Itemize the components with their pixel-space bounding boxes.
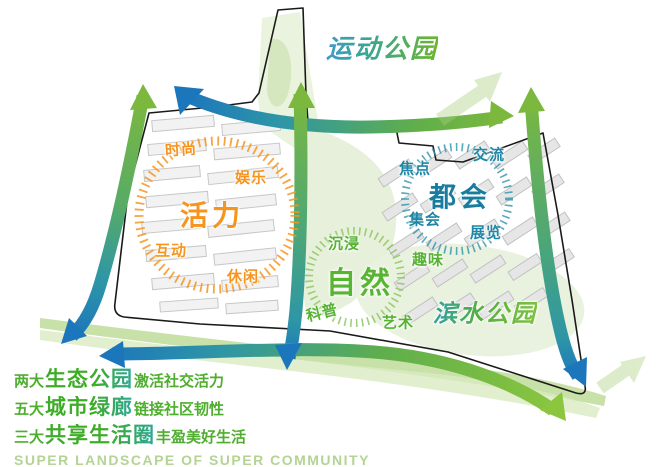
arrow-downright-bottom-band	[540, 392, 566, 421]
waterfront-park-label: 滨水公园	[433, 294, 537, 329]
legend-highlight: 共享生活圈	[45, 424, 156, 448]
arrow-up-left-band	[130, 84, 157, 110]
corridor-bottom	[111, 343, 557, 416]
vitality-keyword-fashion: 时尚	[164, 140, 198, 160]
corridor-center	[282, 93, 308, 360]
arrow-up-right-band	[518, 87, 545, 113]
zone-rings	[134, 136, 513, 327]
metropolis-keyword-focus: 焦点	[398, 160, 432, 178]
vitality-keyword-leisure: 休闲	[226, 268, 260, 286]
green-corridor-bands	[67, 88, 584, 416]
legend-highlight: 城市绿廊	[45, 396, 134, 420]
metropolis-keyword-exhibition: 展览	[469, 224, 503, 242]
metropolis-keyword-exchange: 交流	[472, 146, 506, 164]
legend-suffix: 链接社区韧性	[134, 401, 225, 419]
legend-prefix: 三大	[14, 429, 45, 447]
vitality-zone-label: 活力	[179, 200, 245, 231]
arrow-down-left-band	[61, 318, 87, 344]
vitality-keyword-entertainment: 娱乐	[234, 169, 268, 187]
arrow-down-right-band	[563, 357, 587, 387]
legend-prefix: 五大	[14, 401, 45, 419]
legend-line-shared-life-circles: 三大 共享生活圈 丰盈美好生活	[14, 424, 370, 447]
legend-suffix: 激活社交活力	[134, 373, 225, 390]
legend-prefix: 两大	[14, 373, 45, 390]
corridor-right	[524, 98, 584, 380]
corridor-left	[67, 94, 150, 341]
vitality-keyword-interaction: 互动	[154, 242, 188, 260]
legend-highlight: 生态公园	[45, 368, 134, 391]
nature-keyword-fun: 趣味	[411, 251, 445, 269]
legend-line-green-corridors: 五大 城市绿廊 链接社区韧性	[14, 396, 370, 419]
arrow-right-top-band	[489, 101, 514, 128]
arrow-left-bottom-band	[99, 341, 125, 368]
arrow-down-center-band	[275, 343, 302, 370]
corridor-arrowheads	[61, 82, 587, 421]
legend-line-eco-parks: 两大 生态公园 激活社交活力	[14, 368, 370, 391]
sports-park-label: 运动公园	[326, 29, 438, 66]
metropolis-zone-label: 都会	[429, 182, 491, 213]
nature-ring	[305, 227, 405, 327]
nature-zone-label: 自然	[326, 267, 394, 300]
corridor-top	[179, 88, 503, 134]
legend-english-slogan: SUPER LANDSCAPE OF SUPER COMMUNITY	[14, 452, 370, 467]
legend-suffix: 丰盈美好生活	[156, 429, 247, 447]
metropolis-keyword-assembly: 集会	[408, 211, 442, 229]
site-boundary	[113, 7, 587, 395]
faint-arrows	[436, 72, 646, 394]
arrow-up-center-band	[288, 82, 315, 108]
arrow-upleft-top-band	[174, 86, 204, 115]
vitality-ring	[134, 136, 300, 294]
nature-keyword-art: 艺术	[381, 314, 415, 332]
legend: 两大 生态公园 激活社交活力 五大 城市绿廊 链接社区韧性 三大 共享生活圈 丰…	[14, 368, 370, 467]
nature-keyword-immersion: 沉浸	[327, 235, 361, 253]
metropolis-ring	[401, 143, 513, 255]
